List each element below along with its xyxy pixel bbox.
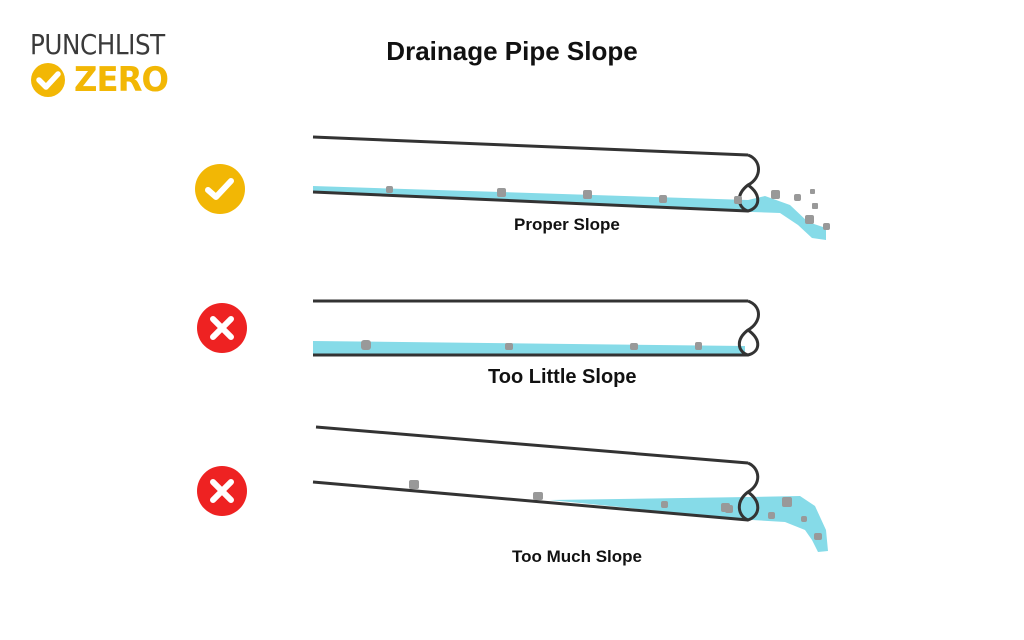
label-too-little-slope: Too Little Slope: [488, 366, 637, 388]
x-circle-icon: [197, 466, 247, 516]
label-proper-slope: Proper Slope: [514, 215, 620, 234]
logo-wordmark-zero: ZERO: [74, 60, 169, 100]
punchlist-zero-logo: PUNCHLIST ZERO: [30, 28, 190, 103]
logo-wordmark-top: PUNCHLIST: [30, 28, 165, 61]
debris: [409, 480, 822, 540]
debris: [361, 340, 702, 350]
label-too-much-slope: Too Much Slope: [512, 547, 643, 566]
page-title: Drainage Pipe Slope: [386, 36, 638, 66]
pipe-proper-slope: [312, 135, 830, 240]
x-circle-icon: [197, 303, 247, 353]
pipe-too-little-slope: [313, 299, 760, 357]
logo-wordmark-bottom-row: ZERO: [30, 60, 173, 100]
logo-check-icon: [31, 63, 65, 97]
pipe-too-much-slope: [312, 425, 828, 552]
check-circle-icon: [195, 164, 245, 214]
debris: [386, 186, 830, 230]
